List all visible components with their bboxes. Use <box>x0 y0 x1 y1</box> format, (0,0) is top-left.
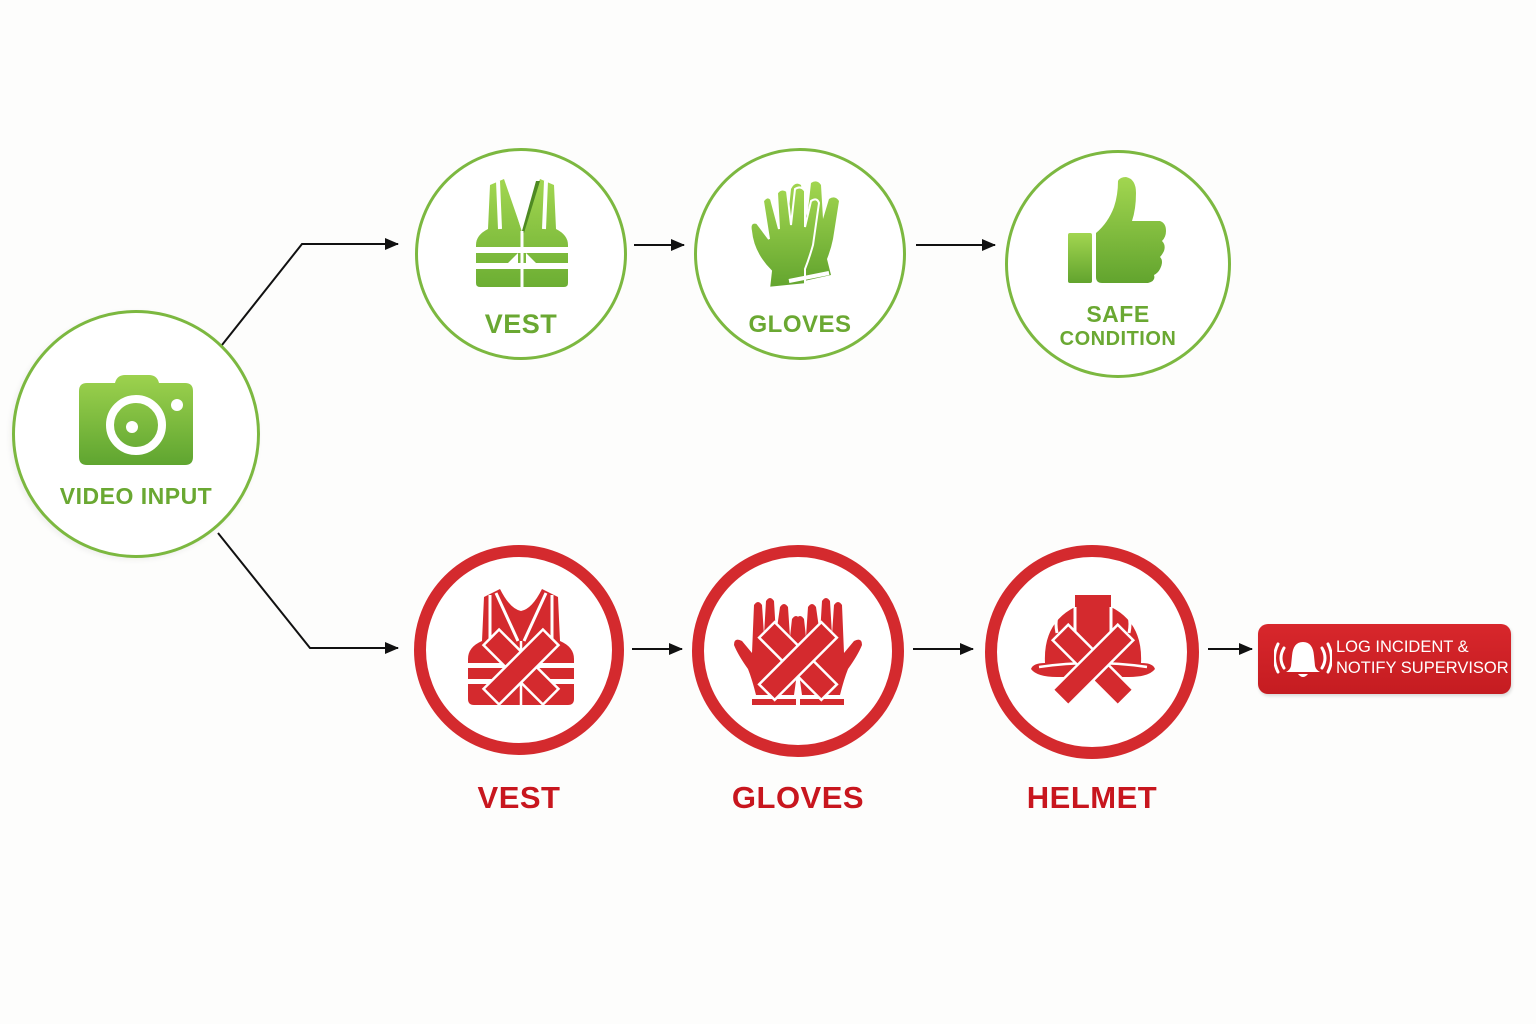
branch-connector-violation <box>217 532 399 654</box>
camera-icon <box>79 375 193 465</box>
helmet-missing-icon <box>1031 595 1155 705</box>
alert-text: LOG INCIDENT & NOTIFY SUPERVISOR <box>1336 637 1509 679</box>
violation-helmet-label: HELMET <box>1026 780 1158 815</box>
violation-vest-label: VEST <box>477 780 561 815</box>
compliant-vest-label: VEST <box>484 309 558 339</box>
violation-vest-node[interactable] <box>414 545 624 755</box>
vest-missing-icon <box>468 589 574 707</box>
violation-gloves-label: GLOVES <box>731 780 865 815</box>
thumbs-up-icon <box>1068 177 1166 283</box>
gloves-icon <box>749 181 839 291</box>
safe-condition-node[interactable]: SAFE CONDITION <box>1005 150 1231 378</box>
video-input-label: VIDEO INPUT <box>59 483 213 509</box>
branch-connector-compliant <box>221 238 399 346</box>
safe-condition-label-line2: CONDITION <box>1059 328 1177 350</box>
alarm-bell-icon <box>1274 642 1332 677</box>
compliant-gloves-node[interactable]: GLOVES <box>694 148 906 360</box>
safety-vest-icon <box>476 179 568 287</box>
violation-gloves-node[interactable] <box>692 545 904 757</box>
compliant-gloves-label: GLOVES <box>748 311 852 338</box>
video-input-node[interactable]: VIDEO INPUT <box>12 310 260 558</box>
compliant-vest-node[interactable]: VEST <box>415 148 627 360</box>
alert-text-line2: NOTIFY SUPERVISOR <box>1336 659 1509 677</box>
alert-text-line1: LOG INCIDENT & <box>1336 638 1469 656</box>
safe-condition-label-line1: SAFE <box>1086 301 1150 327</box>
violation-helmet-node[interactable] <box>985 545 1199 759</box>
log-incident-notify-supervisor-button[interactable]: LOG INCIDENT & NOTIFY SUPERVISOR <box>1258 624 1511 694</box>
gloves-missing-icon <box>734 598 862 705</box>
